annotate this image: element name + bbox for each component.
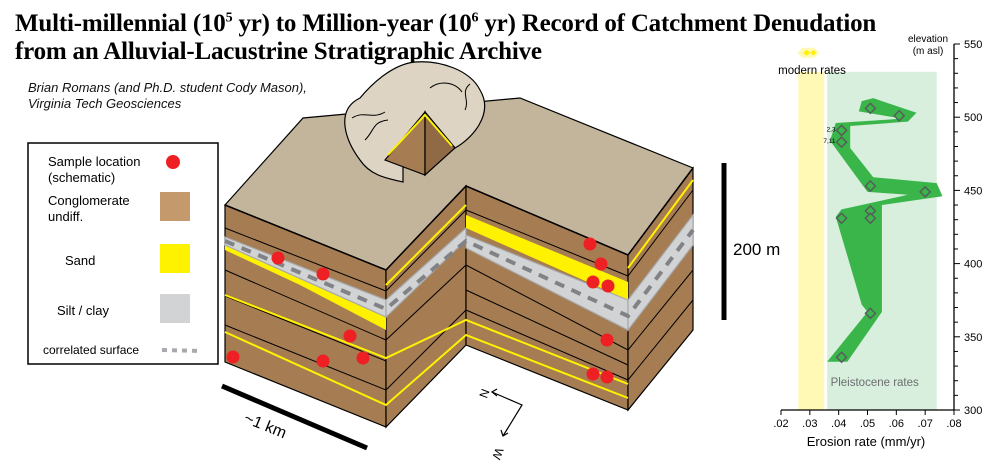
sample-data-point — [835, 351, 848, 364]
y-axis-title-units: (m asl) — [913, 46, 944, 57]
strata-lines — [224, 189, 694, 391]
legend-surface-swatch — [161, 348, 201, 353]
horizontal-scale-label: ~1 km — [242, 410, 289, 442]
legend-sample-dot — [166, 155, 180, 169]
sample-dot — [343, 329, 357, 343]
block-diagram — [223, 61, 695, 429]
compass-arrowhead-n — [490, 388, 498, 397]
horizontal-scale-bar — [221, 383, 368, 451]
x-axis-title: Erosion rate (mm/yr) — [807, 434, 925, 449]
legend-conglomerate-swatch — [160, 192, 190, 221]
sample-data-point — [835, 136, 848, 149]
compass — [490, 388, 523, 437]
sample-dot — [586, 275, 600, 289]
compass-n-label: N — [476, 387, 492, 400]
erosion-rate-envelope — [827, 98, 943, 362]
y-tick-label: 350 — [964, 332, 982, 344]
title-line-1: Multi-millennial (105 yr) to Million-yea… — [15, 10, 877, 37]
y-tick-label: 300 — [964, 405, 982, 417]
sample-data-point — [893, 109, 906, 122]
x-tick-label: .03 — [802, 418, 817, 430]
legend-sand-swatch — [160, 244, 190, 273]
sample-dot — [316, 354, 330, 368]
sand-lines — [224, 179, 694, 407]
sample-dot — [583, 237, 597, 251]
author-line-2: Virginia Tech Geosciences — [28, 96, 182, 111]
sample-dot — [600, 333, 614, 347]
compass-w-label: W — [489, 446, 506, 462]
x-tick-label: .08 — [946, 418, 961, 430]
sample-dot — [586, 367, 600, 381]
sample-data-point — [864, 180, 877, 192]
legend-conglomerate-label-2: undiff. — [48, 209, 83, 224]
legend-conglomerate-label: Conglomerate — [48, 193, 130, 208]
catchment-drainages — [351, 82, 471, 141]
x-tick-label: .07 — [918, 418, 933, 430]
legend-sample-label: Sample location — [48, 154, 141, 169]
legend: Sample location (schematic) Conglomerate… — [27, 142, 219, 365]
sample-data-point — [864, 307, 877, 320]
x-tick-label: .05 — [860, 418, 875, 430]
catchment-landscape — [344, 61, 486, 183]
y-tick-label: 400 — [964, 259, 982, 271]
sample-data-point — [835, 124, 848, 137]
legend-silt-swatch — [160, 294, 190, 323]
sample-data-point — [864, 102, 877, 115]
x-tick-label: .02 — [773, 418, 788, 430]
sample-dot — [271, 251, 285, 265]
y-axis-title: elevation — [908, 34, 948, 45]
x-tick-label: .04 — [831, 418, 846, 430]
catchment-sand-layer — [387, 113, 453, 156]
title-line-2: from an Alluvial-Lacustrine Stratigraphi… — [15, 38, 542, 65]
y-tick-label: 500 — [964, 112, 982, 124]
sample-data-point — [835, 212, 848, 225]
modern-rates-label: modern rates — [778, 65, 846, 77]
x-tick-label: .06 — [889, 418, 904, 430]
sample-dot — [226, 350, 240, 364]
modern-rates-marker — [803, 49, 817, 56]
author-line-1: Brian Romans (and Ph.D. student Cody Mas… — [28, 80, 307, 95]
sample-dot — [594, 257, 608, 271]
catchment-cut-right — [424, 110, 456, 177]
sample-dot — [601, 279, 615, 293]
compass-arrows — [491, 391, 523, 437]
y-tick-label: 550 — [964, 39, 982, 51]
legend-surface-label: correlated surface — [43, 343, 139, 357]
sample-dot — [356, 351, 370, 365]
legend-sand-label: Sand — [65, 253, 95, 268]
pleistocene-rates-label: Pleistocene rates — [831, 377, 919, 389]
sample-dot — [600, 370, 614, 384]
block-top-edge — [224, 167, 694, 271]
sample-point-label: 7,11 — [823, 138, 836, 145]
sample-data-point — [919, 185, 932, 198]
sample-locations — [226, 237, 615, 384]
legend-silt-label: Silt / clay — [57, 303, 110, 318]
correlated-surface — [224, 228, 695, 319]
modern-rates-band — [798, 71, 825, 410]
sample-dot — [316, 267, 330, 281]
compass-arrowhead-w — [500, 429, 509, 437]
y-tick-label: 450 — [964, 185, 982, 197]
sample-data-point — [864, 212, 877, 225]
legend-sample-label-2: (schematic) — [48, 170, 115, 185]
sample-point-label: 2,3 — [827, 126, 836, 133]
vertical-scale-label: 200 m — [733, 240, 780, 259]
